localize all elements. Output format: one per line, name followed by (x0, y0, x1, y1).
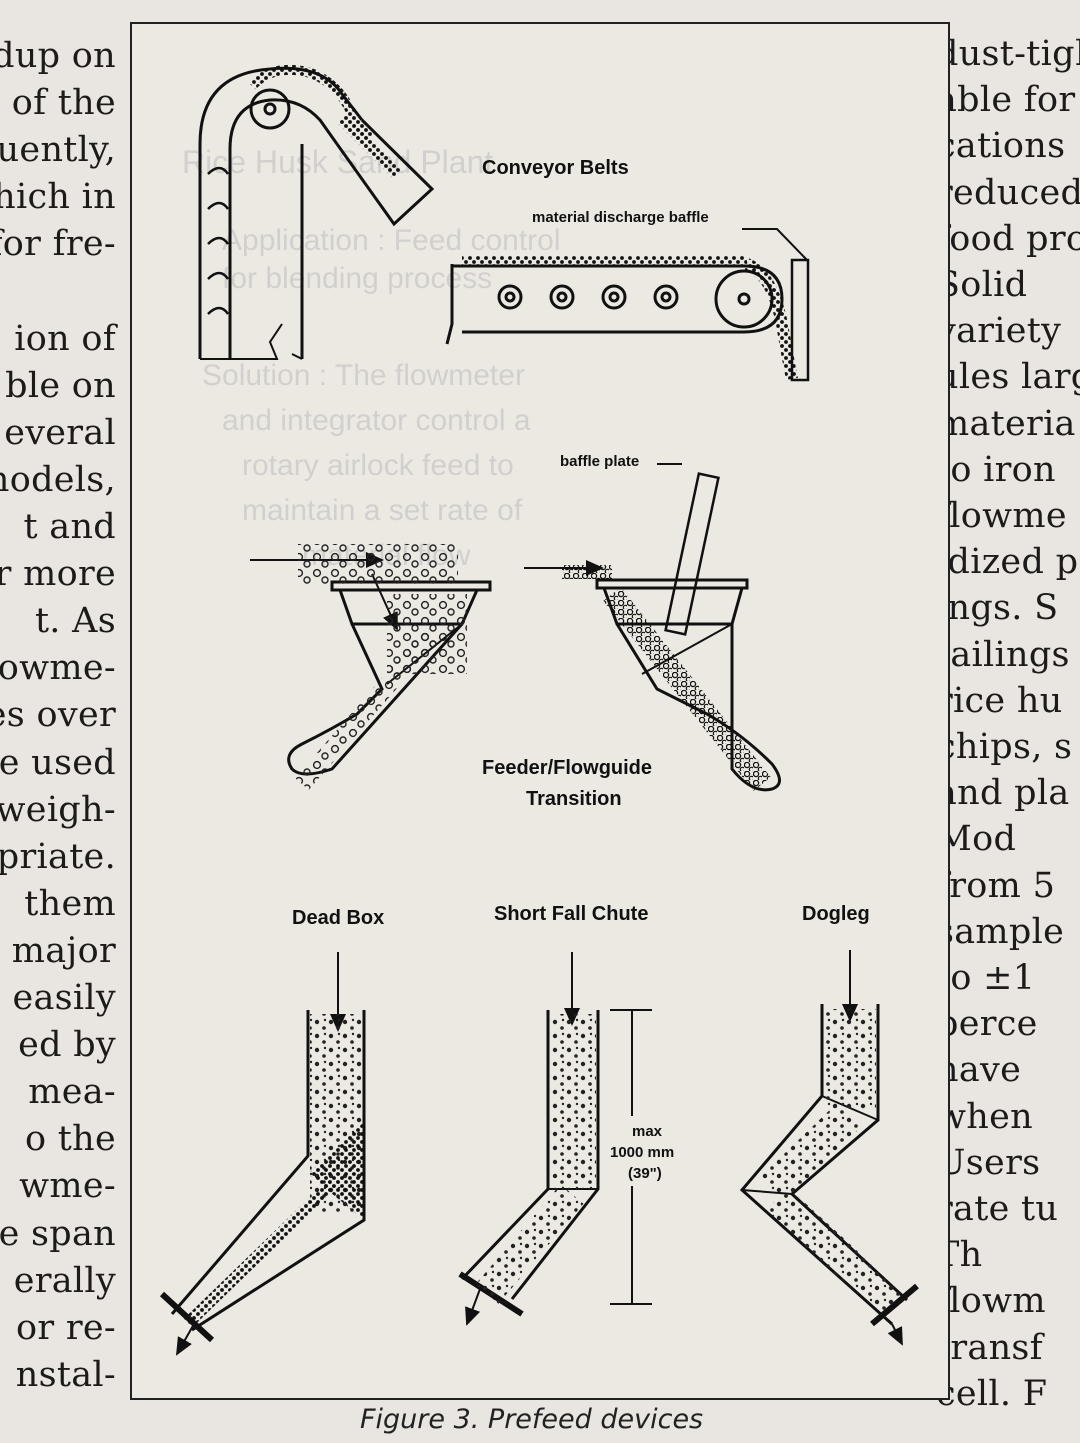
label-transition: Transition (526, 788, 622, 810)
label-max-mm: 1000 mm (610, 1144, 674, 1161)
left-text-line: ed by (18, 1025, 116, 1066)
right-text-line: have (936, 1050, 1022, 1091)
left-text-line: uently, (0, 130, 116, 171)
right-text-line: cations (936, 126, 1066, 167)
left-text-line: e span (0, 1213, 116, 1254)
right-text-line: Users (936, 1142, 1041, 1183)
bucket-elevator (198, 64, 435, 360)
left-text-line: mea- (28, 1072, 116, 1113)
right-text-line: reduced (936, 172, 1080, 213)
left-text-line: wme- (19, 1166, 116, 1207)
right-text-line: rate tu (936, 1189, 1059, 1229)
right-text-line: and pla (936, 773, 1070, 814)
left-text-line: everal (4, 412, 116, 453)
right-text-line: to ±1 (936, 958, 1036, 998)
right-text-line: chips, s (936, 727, 1073, 767)
left-text-line: weigh- (0, 789, 116, 830)
hopper-left (250, 544, 492, 790)
left-text-line: or re- (16, 1307, 116, 1348)
dogleg (739, 950, 919, 1346)
label-dead-box: Dead Box (292, 907, 384, 929)
figure-drawing: Conveyor Belts material discharge baffle (159, 64, 919, 1356)
label-material-discharge-baffle: material discharge baffle (532, 209, 709, 226)
show-through-line: Application : Feed control (222, 224, 561, 257)
left-text-line: o the (24, 1119, 116, 1160)
right-text-line: variety (936, 311, 1062, 352)
short-fall-chute (458, 952, 652, 1326)
show-through-line: Rice Husk Sand Plant (182, 144, 494, 180)
show-through-line: and integrator control a (222, 404, 531, 437)
label-feeder-flowguide: Feeder/Flowguide (482, 757, 652, 779)
right-text-line: ings. S (936, 588, 1059, 629)
belt-conveyor (445, 228, 810, 382)
right-text-line: flowm (936, 1281, 1046, 1322)
left-text-line: e used (0, 742, 116, 783)
left-text-line: t and (23, 507, 116, 547)
left-text-line: dup on (0, 36, 116, 76)
right-text-line: able for (936, 80, 1076, 121)
right-text-line: dust-tigh (936, 34, 1080, 74)
label-max-in: (39") (628, 1165, 662, 1182)
show-through-line: maintain a set rate of (242, 494, 523, 527)
figure-caption: Figure 3. Prefeed devices (360, 1404, 704, 1435)
left-text-line: es over (0, 695, 116, 736)
left-text-line: ion of (14, 318, 116, 359)
label-conveyor-belts: Conveyor Belts (482, 157, 629, 179)
right-text-line: perce (936, 1004, 1038, 1045)
right-text-line: cell. F (936, 1373, 1048, 1414)
left-text-line: hich in (0, 177, 116, 218)
left-text-line: priate. (0, 836, 116, 877)
left-text-line: them (24, 883, 116, 924)
left-text-line: a of the (0, 83, 116, 124)
right-text-line: when (936, 1096, 1033, 1137)
left-text-line: t. As (34, 601, 116, 642)
right-text-line: ules larg (936, 357, 1080, 398)
right-text-line: idized p (936, 542, 1079, 583)
right-text-line: from 5 (936, 865, 1056, 906)
left-text-line: erally (13, 1260, 116, 1301)
left-text-line: r more (0, 554, 116, 595)
right-text-line: rice hu (936, 680, 1063, 721)
left-text-line: owme- (0, 648, 116, 689)
right-text-line: materia (936, 403, 1076, 444)
right-text-line: Solid (936, 265, 1028, 305)
label-dogleg: Dogleg (802, 903, 870, 925)
right-text-line: transf (936, 1327, 1043, 1368)
hopper-right (524, 463, 781, 792)
left-text-line: nstal- (15, 1354, 116, 1395)
right-text-line: food pro (936, 218, 1080, 259)
right-text-line: sample (936, 911, 1065, 952)
dead-box (159, 952, 366, 1356)
left-text-line: nodels, (0, 459, 116, 500)
right-text-line: tailings (936, 634, 1070, 675)
dimension-label-bg (602, 1116, 692, 1186)
show-through-line: for blending process (222, 262, 493, 295)
left-text-line: major (11, 930, 116, 971)
right-text-line: to iron (936, 449, 1056, 490)
show-through-line: Solution : The flowmeter (202, 359, 525, 392)
label-baffle-plate: baffle plate (560, 453, 639, 470)
label-max: max (632, 1123, 663, 1140)
left-text-line: for fre- (0, 224, 116, 265)
label-short-fall-chute: Short Fall Chute (494, 903, 648, 925)
left-text-line: ble on (5, 365, 116, 406)
right-text-line: flowme (936, 496, 1067, 536)
left-text-line: easily (12, 978, 116, 1018)
show-through-line: rotary airlock feed to (242, 449, 514, 482)
